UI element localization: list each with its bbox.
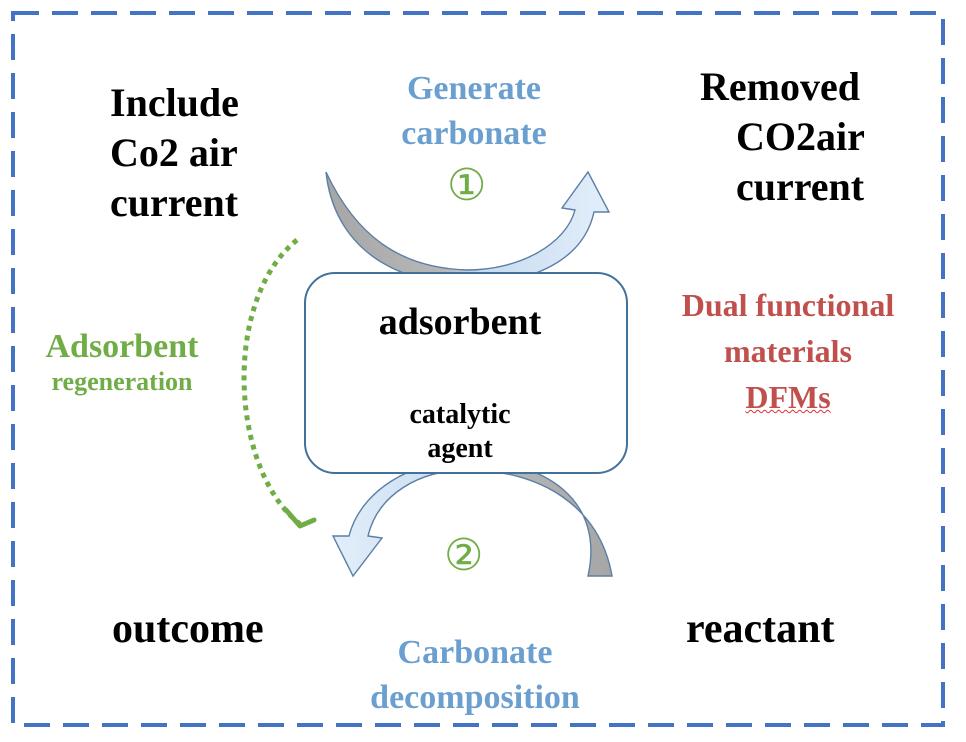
catalytic-agent-line-1: catalytic (409, 399, 511, 430)
carbonate-decomposition-label: Carbonate decomposition (340, 630, 610, 720)
input-air-label: Include Co2 air current (110, 78, 239, 228)
catalytic-agent-line-2: agent (427, 433, 493, 464)
step-1-marker: ① (447, 161, 487, 210)
adsorbent-regeneration-line-1: Adsorbent (45, 328, 199, 365)
generate-carbonate-line-2: carbonate (401, 115, 547, 152)
input-air-line-2: Co2 air (110, 130, 238, 175)
dfm-line-3: DFMs (745, 379, 831, 415)
catalytic-agent-label: catalytic agent (305, 398, 615, 466)
adsorbent-box (304, 272, 628, 474)
dfm-line-2: materials (724, 333, 852, 369)
adsorbent-regeneration-line-2: regeneration (51, 367, 193, 396)
output-air-line-3: current (736, 164, 865, 209)
dfm-line-1: Dual functional (681, 287, 895, 323)
dashed-frame (11, 11, 945, 727)
output-air-line-1: Removed (700, 64, 860, 109)
generate-carbonate-line-1: Generate (406, 70, 542, 107)
reactant-label: reactant (686, 606, 835, 652)
outcome-label: outcome (112, 606, 264, 652)
generate-carbonate-label: Generate carbonate (374, 66, 574, 156)
carbonate-decomposition-line-2: decomposition (370, 679, 580, 716)
adsorbent-label: adsorbent (378, 301, 542, 343)
dfm-label: Dual functional materials DFMs (640, 282, 936, 420)
carbonate-decomposition-line-1: Carbonate (397, 634, 553, 671)
regeneration-dotted-arrow-icon (241, 238, 302, 526)
output-air-label: Removed CO2air current (700, 62, 865, 212)
regeneration-arrowhead-icon (283, 507, 317, 529)
input-air-line-3: current (110, 180, 239, 225)
input-air-line-1: Include (110, 80, 239, 125)
adsorbent-regeneration-label: Adsorbent regeneration (22, 328, 222, 398)
step-2-marker: ② (444, 531, 484, 580)
output-air-line-2: CO2air (736, 114, 865, 159)
bottom-curved-arrow-icon (331, 459, 613, 578)
